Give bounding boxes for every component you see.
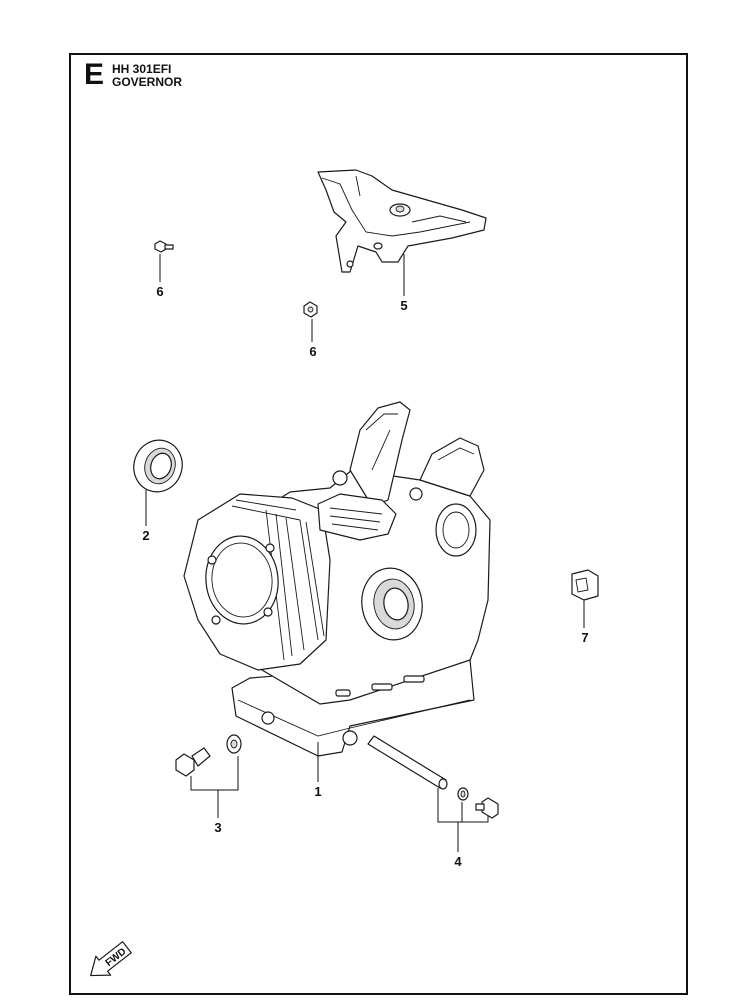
callout-6-lower: 6 (309, 344, 316, 359)
callout-1: 1 (314, 784, 321, 799)
callout-3: 3 (214, 820, 221, 835)
part-1-crankcase (183, 401, 491, 757)
part-6-screw-upper (154, 240, 174, 253)
part-6-screw-lower (303, 301, 318, 318)
callout-2: 2 (142, 528, 149, 543)
callout-5: 5 (400, 298, 407, 313)
part-4-shaft-set (367, 735, 499, 819)
callout-6-upper: 6 (156, 284, 163, 299)
page-title: GOVERNOR (112, 75, 183, 89)
model-name: HH 301EFI (112, 62, 172, 76)
callout-4: 4 (454, 854, 462, 869)
section-letter: E (84, 58, 105, 91)
part-3-drain-bolt (175, 734, 242, 777)
callout-7: 7 (581, 630, 588, 645)
part-7-grommet (571, 569, 599, 601)
fwd-arrow-icon: FWD (90, 941, 132, 977)
leader-lines (145, 254, 585, 852)
part-2-oil-seal (133, 439, 183, 493)
diagram-frame (69, 53, 688, 995)
part-5-bracket (317, 169, 487, 273)
